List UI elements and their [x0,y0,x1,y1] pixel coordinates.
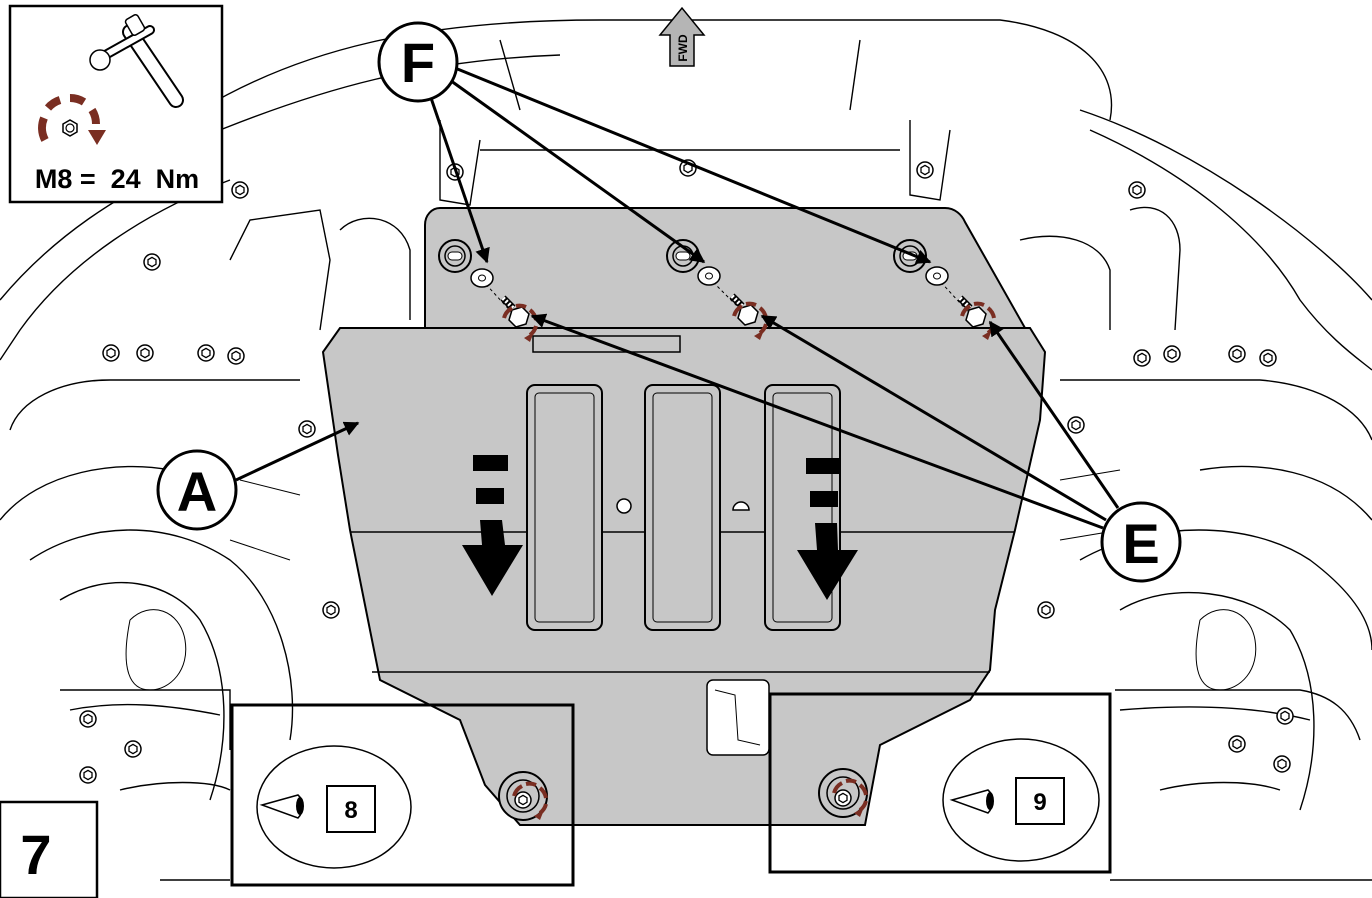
svg-text:F: F [401,31,435,94]
eye-icon [259,794,304,819]
step-number-box: 7 [0,800,99,898]
clockwise-tighten-icon [38,93,106,145]
callout-leaders [235,66,1120,530]
callout-E: E [1100,501,1182,583]
bolt-icon [500,295,530,328]
svg-text:A: A [177,460,217,523]
torque-spec-text: M8 = 24 Nm [35,164,199,194]
washer-icon [925,266,949,286]
washer-icon [470,268,494,288]
eye-icon [949,789,994,814]
install-direction-arrow-left [462,455,523,596]
callout-A: A [156,449,238,531]
detail-view-8: 8 [230,703,575,887]
callout-F: F [377,21,459,103]
plate-vent-slot [526,384,603,631]
detail-view-9: 9 [768,692,1112,874]
bolt-icon [729,293,759,326]
bolt-washer-set [470,266,996,344]
skid-plate [321,207,1047,826]
forward-direction-arrow: FWD [658,6,706,67]
washer-icon [697,266,721,286]
plate-mount-hole [438,239,472,273]
detail-ref-8: 8 [344,797,357,824]
detail-ref-9: 9 [1033,789,1046,816]
fwd-label: FWD [676,34,690,62]
svg-text:E: E [1122,512,1159,575]
install-direction-arrow-right [797,458,858,600]
plate-mount-hole [893,239,927,273]
torque-spec-box: M8 = 24 Nm [8,4,224,204]
step-number: 7 [20,823,51,886]
ratchet-wrench-icon [89,14,184,108]
plate-vent-slot [644,384,721,631]
